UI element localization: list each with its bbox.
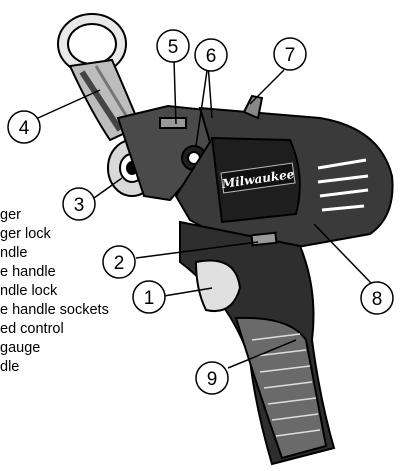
leader-lines — [37, 59, 373, 369]
legend-item-6: e handle sockets — [0, 302, 109, 318]
legend-item-7: ed control — [0, 321, 64, 337]
svg-text:8: 8 — [372, 289, 383, 310]
svg-text:4: 4 — [19, 118, 30, 139]
callout-1: 1 — [132, 280, 166, 314]
legend-item-4: e handle — [0, 264, 56, 280]
brand-badge: Milwaukee — [220, 162, 296, 194]
callout-3: 3 — [62, 187, 96, 221]
svg-text:9: 9 — [207, 369, 218, 390]
svg-text:1: 1 — [144, 288, 155, 309]
tool-handle — [179, 220, 336, 466]
callout-5: 5 — [156, 29, 190, 63]
callout-6: 6 — [194, 38, 228, 72]
grip-texture — [251, 333, 321, 437]
legend-item-3: ndle — [0, 245, 28, 261]
legend-item-1: ger — [0, 207, 21, 223]
svg-text:3: 3 — [74, 195, 85, 216]
legend-item-2: ger lock — [0, 226, 51, 242]
svg-text:5: 5 — [168, 37, 179, 58]
callout-7: 7 — [273, 37, 307, 71]
callout-9: 9 — [195, 361, 229, 395]
callout-4: 4 — [7, 110, 41, 144]
callout-8: 8 — [360, 281, 394, 315]
legend-item-9: dle — [0, 359, 20, 375]
legend-item-5: ndle lock — [0, 283, 58, 299]
svg-text:6: 6 — [206, 46, 217, 67]
svg-text:7: 7 — [285, 45, 296, 66]
legend-item-8: gauge — [0, 340, 41, 356]
vent-slots — [317, 158, 369, 212]
callout-2: 2 — [102, 245, 136, 279]
svg-text:2: 2 — [114, 253, 125, 274]
